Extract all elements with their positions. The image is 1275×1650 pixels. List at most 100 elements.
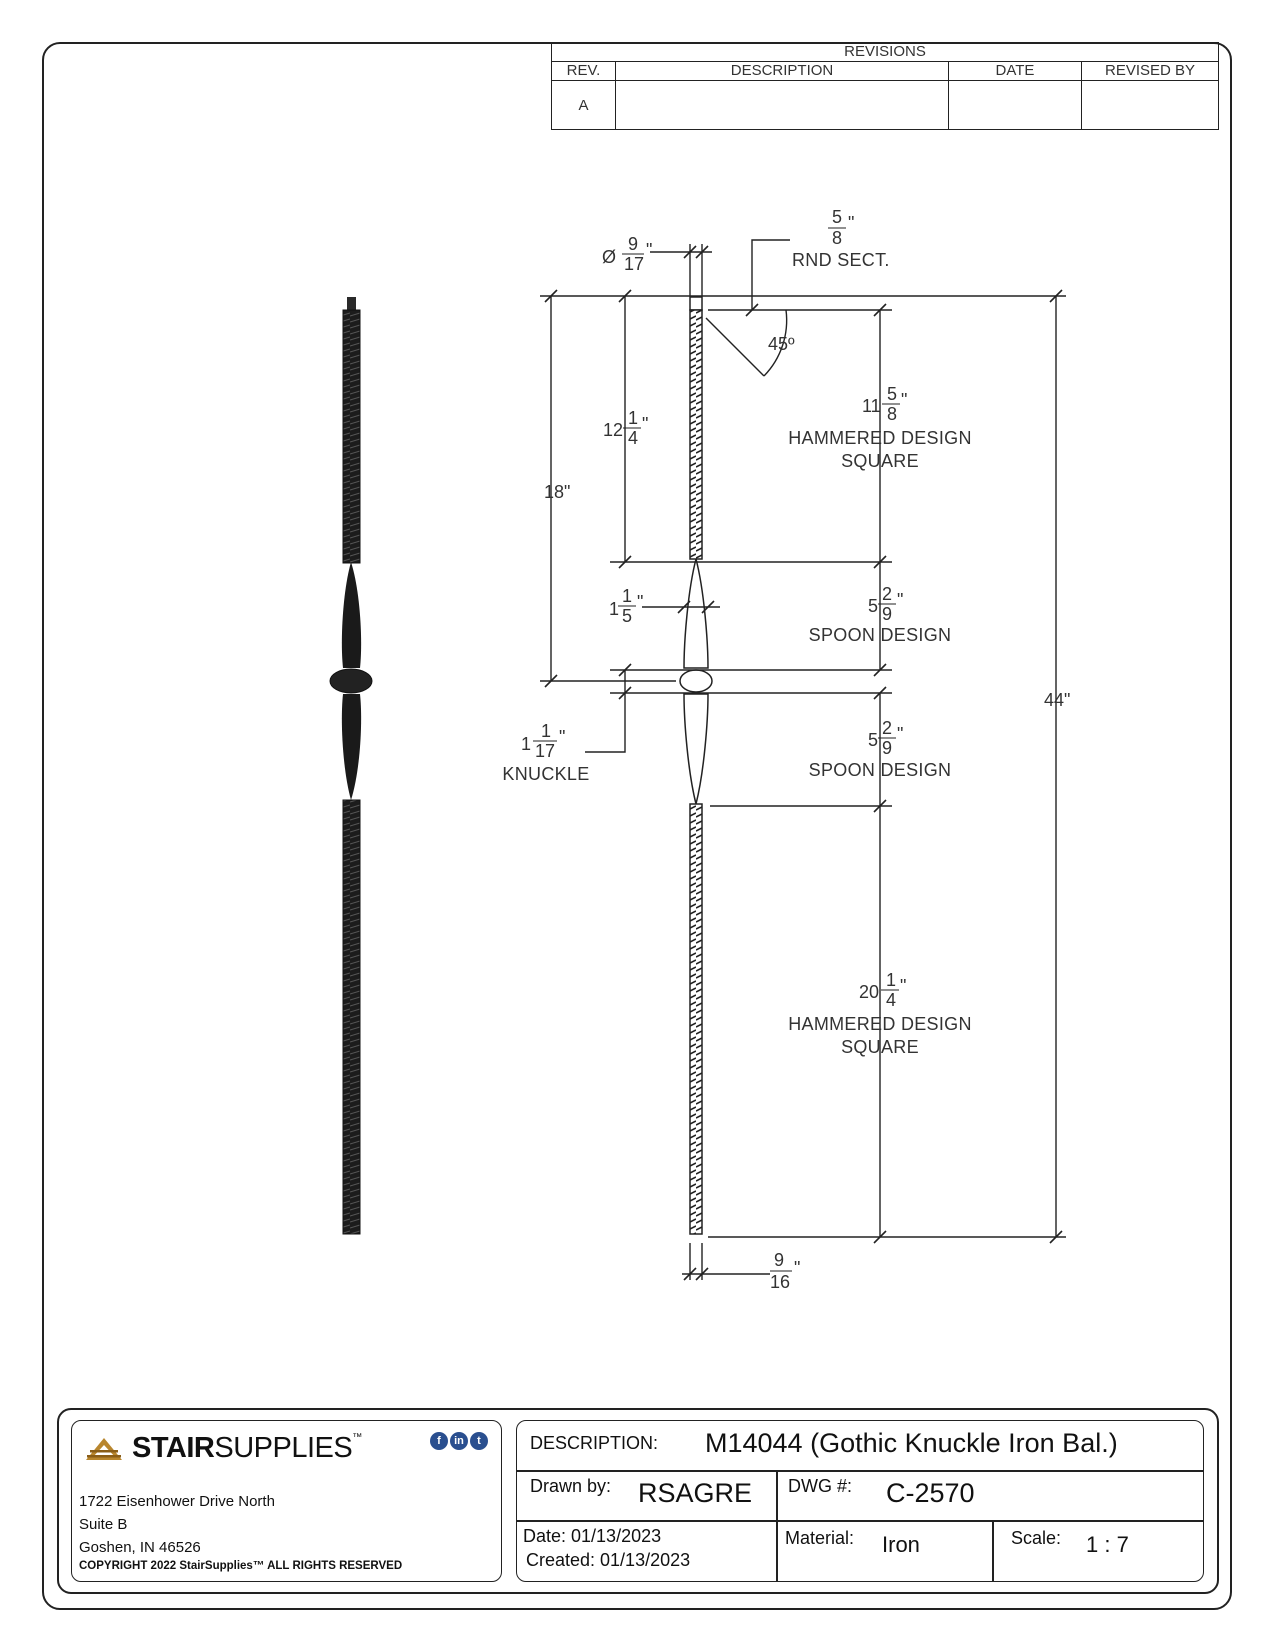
- lower-square-num: 1: [886, 970, 896, 990]
- revisions-table: REVISIONS REV. DESCRIPTION DATE REVISED …: [551, 42, 1219, 130]
- svg-text:": ": [637, 592, 643, 612]
- info-divider-2: [517, 1520, 1203, 1522]
- title-block: [57, 1408, 1219, 1594]
- lower-square-label1: HAMMERED DESIGN: [788, 1014, 972, 1034]
- material-value: Iron: [882, 1532, 920, 1557]
- upper-spoon-whole: 5: [868, 596, 878, 616]
- date-line: Date: 01/13/2023: [523, 1526, 662, 1546]
- drawn-by-label: Drawn by:: [530, 1476, 612, 1496]
- material-label: Material:: [785, 1528, 855, 1548]
- dwg-number-value: C-2570: [886, 1478, 975, 1508]
- info-divider-v1: [776, 1470, 778, 1581]
- upper-square-label1: HAMMERED DESIGN: [788, 428, 972, 448]
- diameter-num: 9: [628, 234, 638, 254]
- knuckle-height-label: 18": [544, 482, 570, 502]
- top-diameter-dimension: Ø 9 17 ": [602, 234, 652, 274]
- dimension-lines: [540, 239, 1066, 1280]
- lower-spoon-den: 9: [882, 738, 892, 758]
- diameter-symbol: Ø: [602, 247, 616, 267]
- knuckle-num: 1: [541, 721, 551, 741]
- baluster-profile: [679, 296, 713, 1235]
- spoon-width-num: 1: [622, 586, 632, 606]
- copyright-notice: COPYRIGHT 2022 StairSupplies™ ALL RIGHTS…: [79, 1560, 403, 1572]
- svg-text:": ": [900, 976, 906, 996]
- technical-drawing: Ø 9 17 " 5 8 " RND SECT. 45º 11 5 8 " HA…: [329, 207, 1070, 1292]
- svg-text:": ": [901, 390, 907, 410]
- rev-revised-by-cell: [1081, 80, 1219, 130]
- bottom-width-dimension: 9 16 ": [770, 1250, 800, 1292]
- top-length-whole: 12: [603, 420, 623, 440]
- description-label: DESCRIPTION:: [530, 1433, 659, 1453]
- lower-square-den: 4: [886, 990, 896, 1010]
- top-length-den: 4: [628, 428, 638, 448]
- upper-square-num: 5: [887, 384, 897, 404]
- rev-date-cell: [948, 80, 1082, 130]
- company-address: 1722 Eisenhower Drive North Suite B Gosh…: [79, 1490, 275, 1559]
- logo-tm: ™: [352, 1432, 362, 1443]
- top-length-dimension: 12 1 4 ": [603, 408, 648, 448]
- svg-text:": ": [794, 1258, 800, 1278]
- rnd-num: 5: [832, 207, 842, 227]
- svg-text:": ": [897, 590, 903, 610]
- revised-by-col-header: REVISED BY: [1081, 61, 1219, 81]
- spoon-width-whole: 1: [609, 599, 619, 619]
- info-divider-v2: [992, 1520, 994, 1581]
- svg-text:": ": [646, 240, 652, 260]
- svg-text:": ": [897, 724, 903, 744]
- dimension-ticks: [544, 245, 1063, 1281]
- rnd-den: 8: [832, 228, 842, 248]
- address-line-1: 1722 Eisenhower Drive North: [79, 1493, 275, 1510]
- scale-value: 1 : 7: [1086, 1532, 1129, 1557]
- upper-square-dimension: 11 5 8 " HAMMERED DESIGN SQUARE: [788, 384, 972, 471]
- diameter-den: 17: [624, 254, 644, 274]
- upper-square-den: 8: [887, 404, 897, 424]
- company-box: [71, 1420, 502, 1582]
- spoon-width-dimension: 1 1 5 ": [609, 586, 643, 626]
- lower-spoon-whole: 5: [868, 730, 878, 750]
- facebook-icon[interactable]: f: [430, 1432, 448, 1450]
- svg-text:": ": [848, 213, 854, 233]
- scale-label: Scale:: [1011, 1528, 1062, 1548]
- rev-cell: A: [551, 80, 616, 130]
- social-links: f in t: [430, 1432, 488, 1450]
- svg-text:": ": [642, 414, 648, 434]
- lower-spoon-num: 2: [882, 718, 892, 738]
- description-value: M14044 (Gothic Knuckle Iron Bal.): [705, 1428, 1118, 1458]
- angle-label: 45º: [768, 334, 795, 354]
- dwg-number-label: DWG #:: [788, 1476, 853, 1496]
- svg-text:": ": [559, 727, 565, 747]
- spoon-width-den: 5: [622, 606, 632, 626]
- address-line-3: Goshen, IN 46526: [79, 1539, 201, 1556]
- lower-spoon-label: SPOON DESIGN: [809, 760, 952, 780]
- drawn-by-value: RSAGRE: [638, 1478, 753, 1508]
- upper-spoon-den: 9: [882, 604, 892, 624]
- address-line-2: Suite B: [79, 1516, 128, 1533]
- logo-light-text: SUPPLIES: [214, 1432, 353, 1464]
- rev-col-header: REV.: [551, 61, 616, 81]
- knuckle-label: KNUCKLE: [502, 764, 589, 784]
- knuckle-dimension: 1 1 17 " KNUCKLE: [502, 721, 589, 784]
- upper-spoon-label: SPOON DESIGN: [809, 625, 952, 645]
- info-divider-1: [517, 1470, 1203, 1472]
- upper-spoon-dimension: 5 2 9 " SPOON DESIGN: [809, 584, 952, 645]
- rev-description-cell: [615, 80, 949, 130]
- drawing-info-box: [516, 1420, 1204, 1582]
- upper-square-whole: 11: [862, 396, 881, 416]
- knuckle-whole: 1: [521, 734, 531, 754]
- lower-square-label2: SQUARE: [841, 1037, 919, 1057]
- linkedin-icon[interactable]: in: [450, 1432, 468, 1450]
- twitter-icon[interactable]: t: [470, 1432, 488, 1450]
- knuckle-den: 17: [535, 741, 555, 761]
- upper-square-label2: SQUARE: [841, 451, 919, 471]
- lower-square-dimension: 20 1 4 " HAMMERED DESIGN SQUARE: [788, 970, 972, 1057]
- company-logo: STAIRSUPPLIES™: [84, 1432, 362, 1465]
- lower-spoon-dimension: 5 2 9 " SPOON DESIGN: [809, 718, 952, 780]
- bottom-width-den: 16: [770, 1272, 790, 1292]
- logo-bold-text: STAIR: [132, 1432, 215, 1464]
- round-section-dimension: 5 8 " RND SECT.: [792, 207, 889, 270]
- stair-logo-icon: [86, 1437, 122, 1460]
- lower-square-whole: 20: [859, 982, 879, 1002]
- overall-length-label: 44": [1044, 690, 1070, 710]
- created-line: Created: 01/13/2023: [526, 1550, 691, 1570]
- bottom-width-num: 9: [774, 1250, 784, 1270]
